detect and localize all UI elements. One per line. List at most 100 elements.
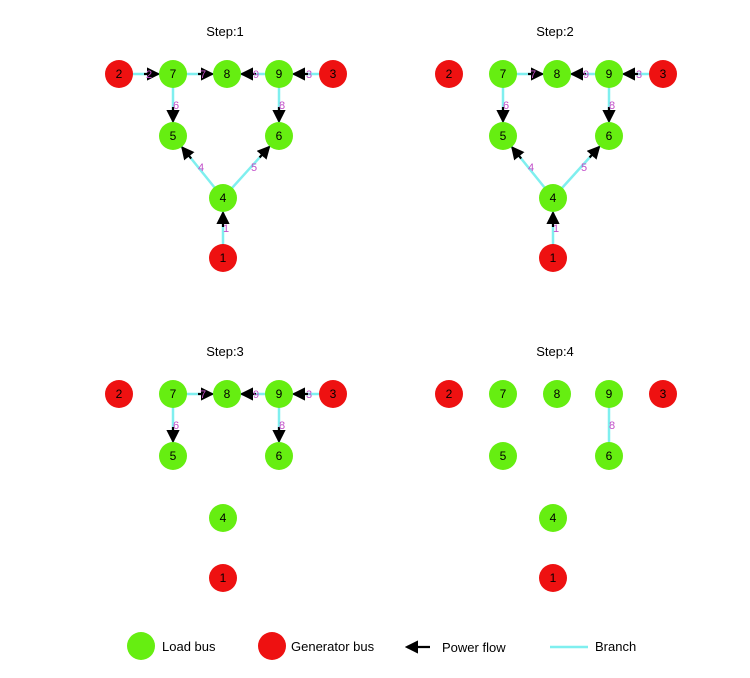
branch-label-4: 4 <box>528 162 534 174</box>
bus-label-1: 1 <box>550 251 557 265</box>
step-panel-4: Step:4 8 1 2 3 4 5 6 7 8 9 <box>435 344 677 592</box>
branch-label-8: 8 <box>279 420 285 432</box>
load-bus-9 <box>265 60 293 88</box>
bus-label-6: 6 <box>606 129 613 143</box>
branch-label-7: 7 <box>530 69 536 81</box>
legend-load-bus-label: Load bus <box>162 639 216 654</box>
bus-label-1: 1 <box>220 251 227 265</box>
load-bus-6 <box>265 442 293 470</box>
branch-label-7: 7 <box>200 69 206 81</box>
bus-label-3: 3 <box>330 67 337 81</box>
generator-bus-1 <box>209 244 237 272</box>
generator-bus-1 <box>539 244 567 272</box>
bus-label-7: 7 <box>170 67 177 81</box>
legend: Load bus Generator bus Power flow Branch <box>127 632 636 660</box>
load-bus-4 <box>209 504 237 532</box>
load-bus-5 <box>159 442 187 470</box>
bus-label-1: 1 <box>220 571 227 585</box>
branch-label-8: 8 <box>609 100 615 112</box>
step-title: Step:4 <box>536 344 574 359</box>
generator-bus-2 <box>105 60 133 88</box>
bus-label-8: 8 <box>224 67 231 81</box>
load-bus-9 <box>265 380 293 408</box>
load-bus-8 <box>213 380 241 408</box>
bus-label-5: 5 <box>170 129 177 143</box>
power-flow-arrow-5 <box>256 145 271 160</box>
legend-generator-bus-label: Generator bus <box>291 639 375 654</box>
load-bus-7 <box>489 60 517 88</box>
branch-label-6: 6 <box>173 420 179 432</box>
branch-label-3: 3 <box>306 389 312 401</box>
load-bus-5 <box>159 122 187 150</box>
load-bus-4 <box>539 184 567 212</box>
generator-bus-3 <box>649 380 677 408</box>
branch-label-3: 3 <box>306 69 312 81</box>
bus-label-6: 6 <box>276 129 283 143</box>
legend-generator-bus-marker <box>258 632 286 660</box>
bus-label-2: 2 <box>446 67 453 81</box>
load-bus-8 <box>213 60 241 88</box>
generator-bus-2 <box>105 380 133 408</box>
load-bus-7 <box>489 380 517 408</box>
bus-label-4: 4 <box>550 511 557 525</box>
bus-label-5: 5 <box>500 129 507 143</box>
load-bus-6 <box>595 442 623 470</box>
legend-load-bus-marker <box>127 632 155 660</box>
branch-label-1: 1 <box>223 223 229 235</box>
bus-label-3: 3 <box>660 387 667 401</box>
load-bus-4 <box>209 184 237 212</box>
step-panels: Step:1 1 2 3 4 5 6 7 8 9 1 2 3 4 5 6 7 8 9 Step:2 1 3 4 5 6 7 8 9 1 2… <box>105 24 677 592</box>
step-title: Step:3 <box>206 344 244 359</box>
branch-label-1: 1 <box>553 223 559 235</box>
bus-label-6: 6 <box>276 449 283 463</box>
load-bus-6 <box>595 122 623 150</box>
bus-label-7: 7 <box>500 67 507 81</box>
bus-label-6: 6 <box>606 449 613 463</box>
bus-label-4: 4 <box>550 191 557 205</box>
branch-label-8: 8 <box>279 100 285 112</box>
bus-label-7: 7 <box>500 387 507 401</box>
branch-label-9: 9 <box>253 389 259 401</box>
branch-label-8: 8 <box>609 420 615 432</box>
bus-label-2: 2 <box>116 387 123 401</box>
branch-label-5: 5 <box>251 162 257 174</box>
load-bus-9 <box>595 380 623 408</box>
load-bus-8 <box>543 380 571 408</box>
bus-label-7: 7 <box>170 387 177 401</box>
bus-label-5: 5 <box>500 449 507 463</box>
step-title: Step:1 <box>206 24 244 39</box>
legend-branch-label: Branch <box>595 639 636 654</box>
load-bus-8 <box>543 60 571 88</box>
bus-label-8: 8 <box>224 387 231 401</box>
bus-label-2: 2 <box>446 387 453 401</box>
power-flow-arrow-4 <box>511 145 525 161</box>
branch-label-9: 9 <box>583 69 589 81</box>
branch-label-2: 2 <box>146 69 152 81</box>
power-flow-arrow-5 <box>586 145 601 160</box>
generator-bus-1 <box>209 564 237 592</box>
branch-label-9: 9 <box>253 69 259 81</box>
branch-label-6: 6 <box>173 100 179 112</box>
bus-label-2: 2 <box>116 67 123 81</box>
generator-bus-3 <box>319 380 347 408</box>
bus-label-3: 3 <box>330 387 337 401</box>
bus-label-3: 3 <box>660 67 667 81</box>
load-bus-4 <box>539 504 567 532</box>
bus-label-8: 8 <box>554 387 561 401</box>
load-bus-6 <box>265 122 293 150</box>
bus-label-8: 8 <box>554 67 561 81</box>
generator-bus-1 <box>539 564 567 592</box>
load-bus-9 <box>595 60 623 88</box>
bus-label-1: 1 <box>550 571 557 585</box>
power-flow-arrow-4 <box>181 145 195 161</box>
generator-bus-3 <box>319 60 347 88</box>
bus-label-9: 9 <box>606 387 613 401</box>
load-bus-7 <box>159 60 187 88</box>
branch-label-5: 5 <box>581 162 587 174</box>
step-title: Step:2 <box>536 24 574 39</box>
branch-label-4: 4 <box>198 162 204 174</box>
